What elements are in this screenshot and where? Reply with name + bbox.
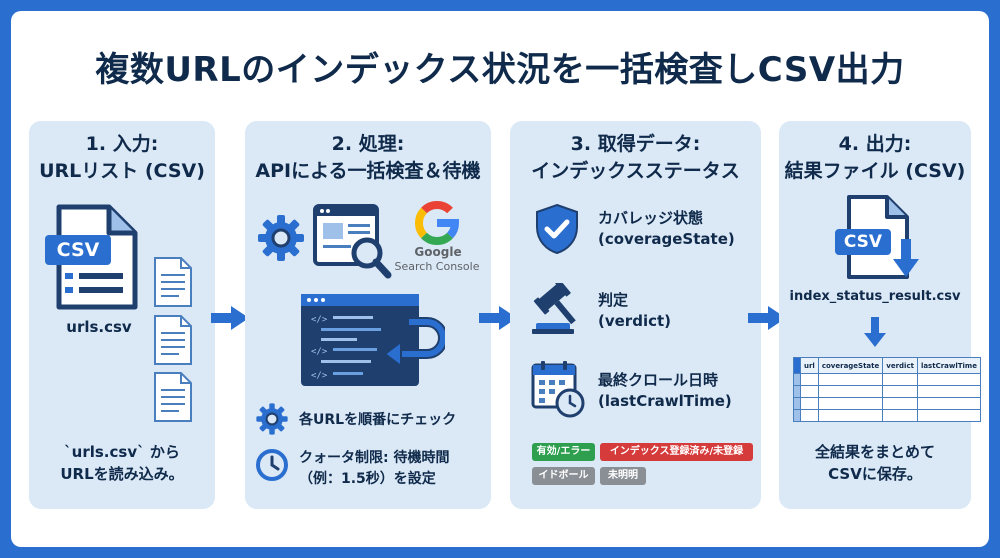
field-verdict-label: 判定: [598, 291, 629, 309]
gavel-icon: [530, 283, 582, 335]
step2-heading-line1: 2. 処理:: [331, 133, 405, 155]
step1-note-line2: URLを読み込み。: [60, 465, 184, 483]
step2-panel: 2. 処理: APIによる一括検査＆待機: [245, 121, 491, 509]
csv-file-label: CSV: [56, 239, 100, 261]
step4-panel: 4. 出力: 結果ファイル (CSV) CSV index_status_res…: [779, 121, 981, 509]
table-header-lastcrawl: lastCrawlTime: [916, 357, 981, 374]
output-csv-label: CSV: [843, 232, 883, 252]
step1-heading-line1: 1. 入力:: [85, 133, 159, 155]
google-label: Google: [414, 245, 462, 259]
browser-search-icon: [312, 203, 392, 281]
table-header-verdict: verdict: [882, 357, 918, 374]
field-coverage-key: (coverageState): [598, 230, 735, 248]
flow-arrow-icon: [746, 304, 788, 332]
step4-note-line1: 全結果をまとめて: [814, 443, 935, 461]
table-header-url: url: [800, 357, 819, 374]
gear-icon: [256, 213, 306, 263]
result-table-preview: url coverageState verdict lastCrawlTime: [793, 357, 981, 422]
svg-text:</>: </>: [311, 347, 328, 357]
shield-check-icon: [534, 203, 580, 255]
step2-item2-line2: （例：1.5秒）を設定: [299, 471, 436, 487]
field-verdict-key: (verdict): [598, 312, 672, 330]
step4-heading-line1: 4. 出力:: [838, 133, 912, 155]
csv-download-icon: [831, 193, 931, 285]
page-title: 複数URLのインデックス状況を一括検査しCSV出力: [95, 50, 905, 90]
document-icon: [151, 371, 195, 423]
step3-heading-line2: インデックスステータス: [531, 160, 740, 182]
table-row: [793, 385, 981, 398]
google-logo-icon: [413, 199, 461, 247]
step3-panel: 3. 取得データ: インデックスステータス カバレッジ状態 (coverageS…: [510, 121, 761, 509]
field-coverage-label: カバレッジ状態: [598, 209, 704, 227]
code-loop-icon: </> </> </>: [299, 292, 445, 392]
svg-text:</>: </>: [311, 371, 328, 381]
flow-arrow-icon: [477, 304, 519, 332]
step4-heading-line2: 結果ファイル (CSV): [784, 160, 966, 182]
table-row: [793, 397, 981, 410]
step1-heading-line2: URLリスト (CSV): [39, 160, 205, 182]
search-console-label: Search Console: [394, 260, 480, 273]
table-corner: [793, 357, 801, 374]
step2-item1: 各URLを順番にチェック: [299, 412, 457, 428]
step3-heading-line1: 3. 取得データ:: [570, 133, 701, 155]
field-lastcrawl-label: 最終クロール日時: [598, 371, 719, 389]
svg-text:</>: </>: [311, 315, 328, 325]
field-lastcrawl-key: (lastCrawlTime): [598, 392, 732, 410]
status-badge: インデックス登録済み/未登録: [600, 443, 753, 461]
flow-arrow-icon: [209, 304, 251, 332]
step4-note-line2: CSVに保存。: [828, 465, 922, 483]
status-badge: イドボール: [532, 467, 595, 485]
table-header-coverage: coverageState: [817, 357, 884, 374]
step2-item2-line1: クォータ制限: 待機時間: [299, 450, 450, 466]
csv-file-icon: [43, 203, 153, 313]
step2-heading-line2: APIによる一括検査＆待機: [255, 160, 481, 182]
clock-icon: [255, 448, 289, 482]
gear-icon: [255, 402, 289, 436]
status-badge: 未明明: [600, 467, 646, 485]
step1-panel: 1. 入力: URLリスト (CSV) CSV urls.csv `urls.c…: [29, 121, 215, 509]
output-file-name: index_status_result.csv: [789, 289, 961, 304]
table-row: [793, 409, 981, 422]
status-badge: 有効/エラー: [532, 443, 595, 461]
document-icon: [151, 314, 195, 366]
calendar-clock-icon: [530, 359, 586, 419]
table-row: [793, 373, 981, 386]
document-icon: [151, 256, 195, 308]
down-arrow-icon: [863, 315, 887, 349]
step1-note-line1: `urls.csv` から: [64, 443, 180, 461]
input-file-name: urls.csv: [66, 318, 132, 336]
